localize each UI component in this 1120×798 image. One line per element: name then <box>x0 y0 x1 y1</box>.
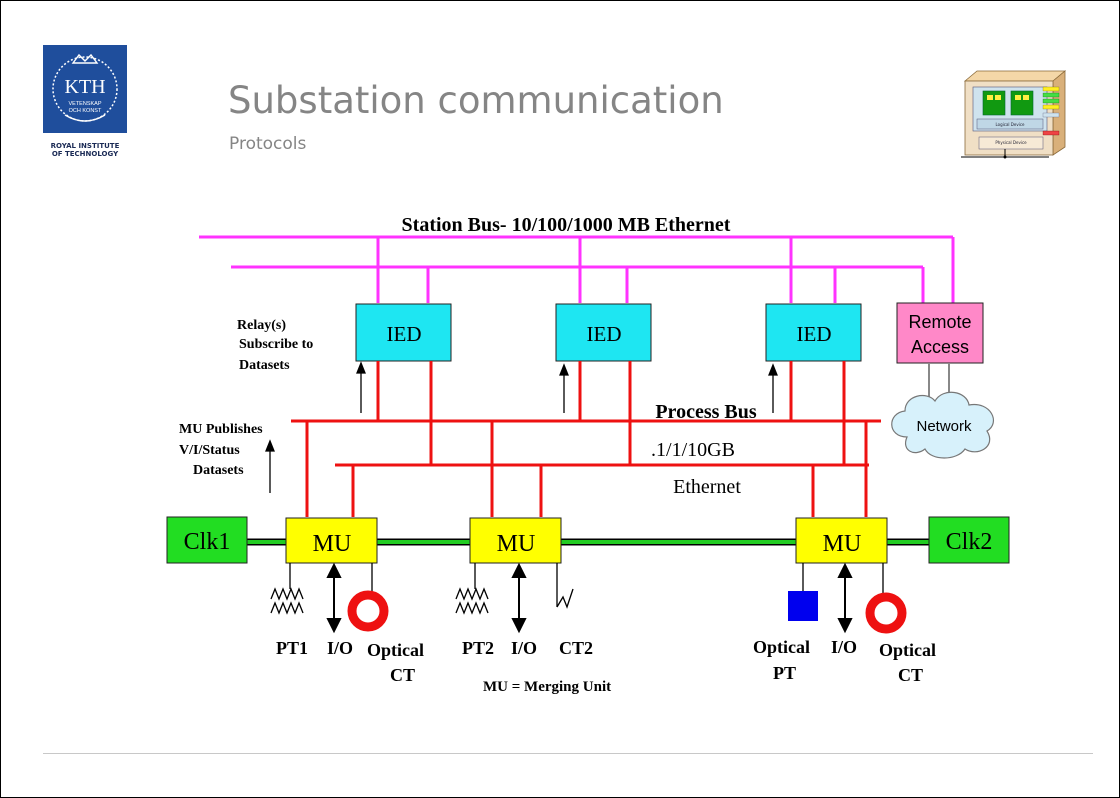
optical-ct-1-icon <box>347 590 389 632</box>
remote-access-box: Remote Access <box>896 302 984 364</box>
clk1-box: Clk1 <box>166 516 248 564</box>
clk2-label: Clk2 <box>946 529 993 555</box>
label-optical-2: Optical <box>879 640 936 660</box>
label-pt2: PT2 <box>462 638 494 658</box>
station-bus <box>199 235 955 303</box>
mu-note-line3: Datasets <box>193 463 244 478</box>
station-bus-label: Station Bus- 10/100/1000 MB Ethernet <box>402 214 731 236</box>
label-ct-1: CT <box>390 665 415 685</box>
pt1-coil-icon <box>270 563 304 615</box>
mu-note-line2: V/I/Status <box>179 443 240 458</box>
kth-logo-motto-2: OCH KONST <box>69 108 102 114</box>
relay-note-line2: Subscribe to <box>239 337 313 352</box>
process-bus-speed: .1/1/10GB <box>651 439 735 461</box>
network-label: Network <box>916 418 972 435</box>
up-arrows <box>265 361 778 493</box>
footer-divider <box>43 753 1093 754</box>
network-cloud: Network <box>891 391 994 459</box>
label-optical-pt: Optical <box>753 637 810 657</box>
label-pt: PT <box>773 663 796 683</box>
thumb-label-logical: Logical Device <box>996 122 1026 127</box>
mu-note-line1: MU Publishes <box>179 422 263 437</box>
io-arrow-1-icon <box>326 562 342 634</box>
substation-diagram: Station Bus- 10/100/1000 MB Ethernet IED… <box>166 214 1010 695</box>
ied-3: IED <box>765 303 862 362</box>
logo-caption-line2: OF TECHNOLOGY <box>51 150 119 158</box>
clk2-box: Clk2 <box>928 516 1010 564</box>
mu-3-label: MU <box>823 531 862 557</box>
clk1-label: Clk1 <box>184 529 231 555</box>
logo-caption: ROYAL INSTITUTE OF TECHNOLOGY <box>21 142 149 158</box>
relay-note: Relay(s) Subscribe to Datasets <box>237 318 313 373</box>
kth-logo-motto-1: VETENSKAP <box>68 101 101 107</box>
ied-2: IED <box>555 303 652 362</box>
mu-3: MU <box>795 517 888 564</box>
ct2-icon <box>556 563 574 609</box>
remote-access-line1: Remote <box>908 312 971 332</box>
optical-ct-2-icon <box>865 592 907 634</box>
mu-2: MU <box>469 517 562 564</box>
process-bus <box>291 361 881 517</box>
kth-logo: KTH VETENSKAP OCH KONST <box>43 45 127 133</box>
label-io-3: I/O <box>831 637 857 657</box>
mu-2-label: MU <box>497 531 536 557</box>
label-ct-2: CT <box>898 665 923 685</box>
mu-legend: MU = Merging Unit <box>483 679 611 695</box>
ied-1: IED <box>355 303 452 362</box>
io-arrow-2-icon <box>511 562 527 634</box>
page-title: Substation communication <box>228 79 724 122</box>
relay-note-line3: Datasets <box>239 358 290 373</box>
relay-note-line1: Relay(s) <box>237 318 286 333</box>
logo-caption-line1: ROYAL INSTITUTE <box>50 142 120 150</box>
label-io-2: I/O <box>511 638 537 658</box>
label-optical-1: Optical <box>367 640 424 660</box>
pt2-coil-icon <box>455 563 489 615</box>
page-subtitle: Protocols <box>229 134 307 154</box>
mu-1-label: MU <box>313 531 352 557</box>
optical-pt-icon <box>788 591 818 621</box>
io-arrow-3-icon <box>837 562 853 634</box>
bottom-labels: PT1 I/O Optical CT PT2 I/O CT2 MU = Merg… <box>276 637 936 695</box>
thumb-label-physical: Physical Device <box>995 140 1027 145</box>
process-bus-media: Ethernet <box>673 476 741 498</box>
mu-1: MU <box>285 517 378 564</box>
ied-3-label: IED <box>797 322 832 346</box>
remote-access-line2: Access <box>911 337 969 357</box>
label-io-1: I/O <box>327 638 353 658</box>
kth-crest-icon: KTH VETENSKAP OCH KONST <box>52 53 118 122</box>
ied-1-label: IED <box>387 322 422 346</box>
kth-logo-text: KTH <box>64 76 105 98</box>
ied-2-label: IED <box>587 322 622 346</box>
label-ct2: CT2 <box>559 638 593 658</box>
label-pt1: PT1 <box>276 638 308 658</box>
device-model-thumbnail: Logical Device Physical Device <box>957 69 1077 161</box>
process-bus-label: Process Bus <box>655 401 757 423</box>
mu-note: MU Publishes V/I/Status Datasets <box>179 422 263 478</box>
